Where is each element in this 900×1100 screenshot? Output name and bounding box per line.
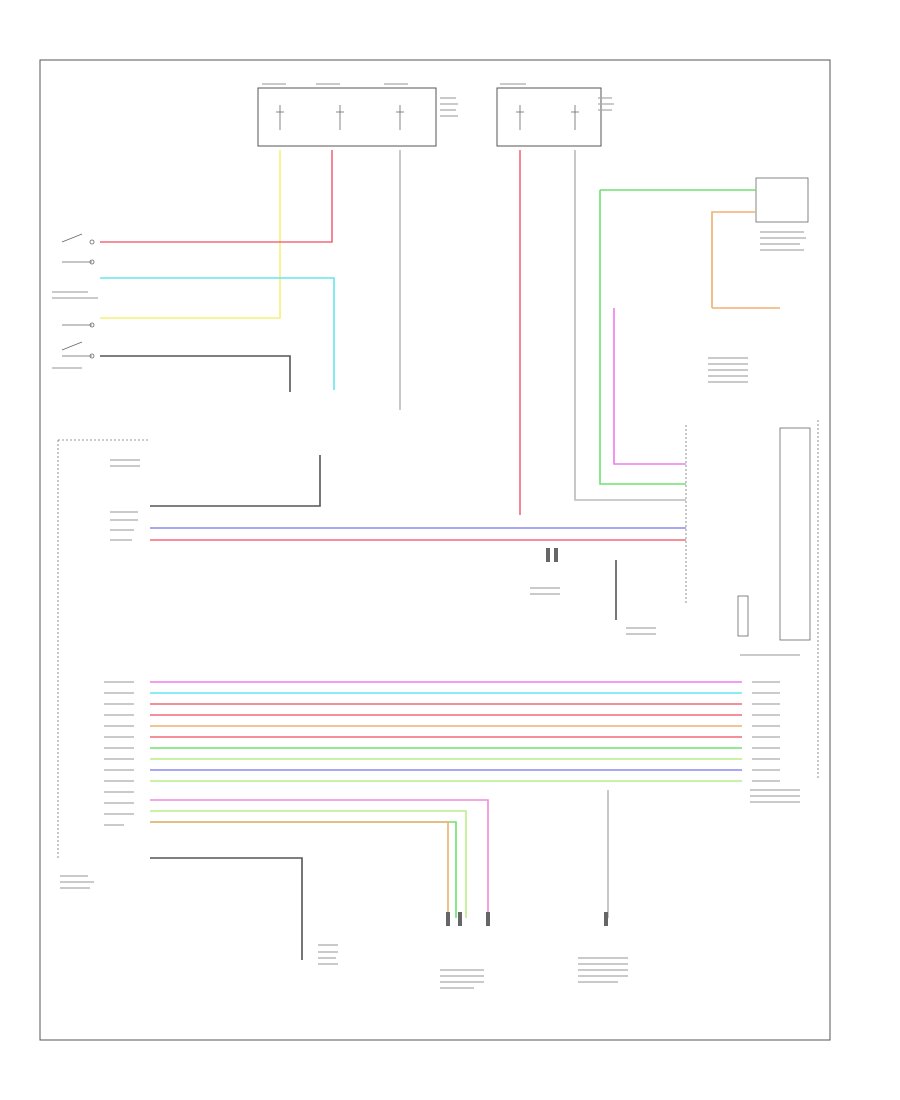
wire-green bbox=[599, 189, 756, 485]
wire-magenta bbox=[613, 308, 686, 465]
wire-drop-lime bbox=[150, 810, 467, 918]
wires bbox=[100, 150, 780, 960]
wire-drop-green bbox=[150, 821, 457, 918]
wire-drop-pink bbox=[150, 799, 489, 918]
fuse-block-right bbox=[496, 87, 602, 147]
wire-drop-orange bbox=[150, 821, 449, 918]
combination-meter-outline bbox=[57, 420, 819, 860]
illegible-labels bbox=[52, 83, 806, 989]
wire-black bbox=[100, 355, 291, 392]
wire-gray bbox=[399, 150, 686, 501]
wire-drop-black bbox=[150, 857, 303, 960]
wire-cyan bbox=[100, 277, 335, 390]
diagram-frame bbox=[39, 59, 831, 1041]
wire-black-bus bbox=[150, 455, 321, 507]
fuse-symbols bbox=[276, 105, 579, 130]
wire-orange bbox=[711, 211, 756, 308]
ground-terminals bbox=[446, 548, 608, 926]
fuse-block-left bbox=[257, 87, 437, 147]
connectors bbox=[737, 177, 811, 641]
wire-yellow bbox=[100, 150, 281, 319]
wire-red-left bbox=[100, 150, 333, 243]
switch-symbols-left bbox=[61, 233, 95, 359]
